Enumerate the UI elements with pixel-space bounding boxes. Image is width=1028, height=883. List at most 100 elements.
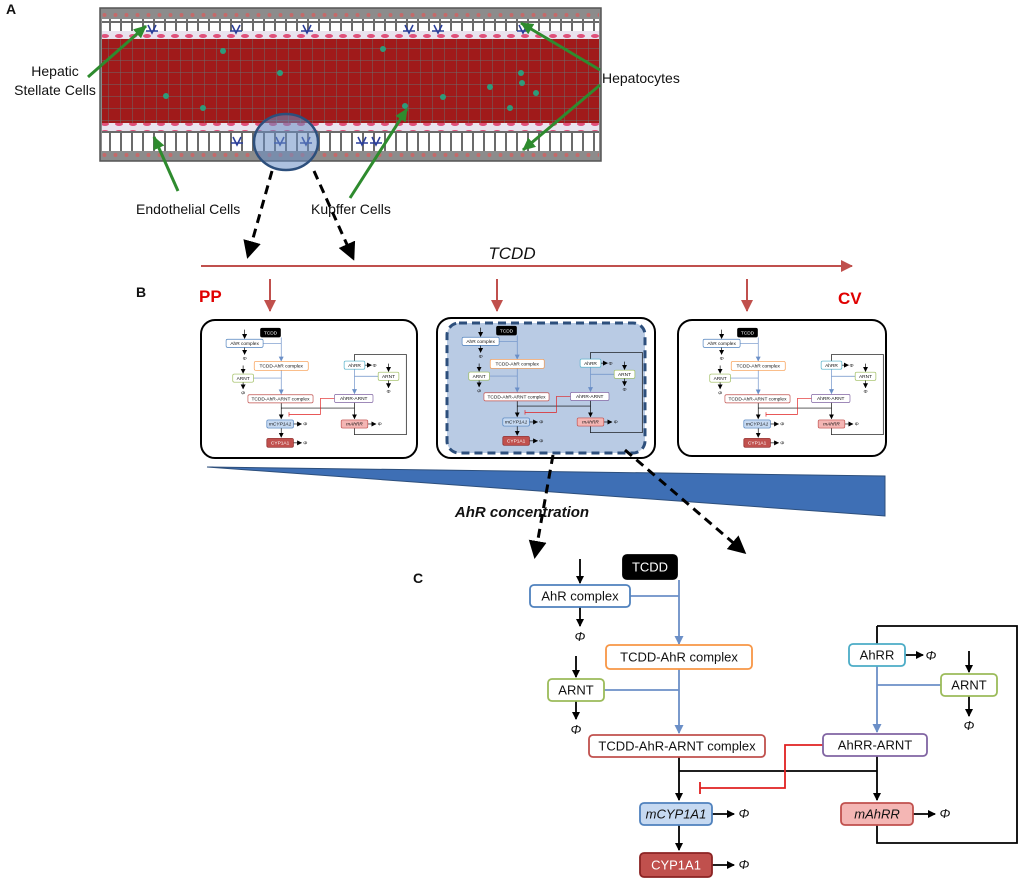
- node-mcyp1a1: mCYP1A1: [266, 419, 294, 429]
- zone-cv-label: CV: [838, 289, 862, 308]
- mahrr-degradation-phi: Φ: [940, 806, 951, 821]
- zoom-arrows-a-to-b: [243, 170, 356, 261]
- node-label-arnt2: ARNT: [859, 374, 872, 380]
- ahrr-degradation-phi: Φ: [608, 361, 612, 367]
- node-label-cyp1a1: CYP1A1: [507, 439, 526, 445]
- node-ahrr-arnt: AhRR-ARNT: [570, 392, 610, 401]
- cyp-degradation-phi: Φ: [739, 857, 750, 872]
- node-ahrr-arnt: AhRR-ARNT: [811, 394, 851, 403]
- tcdd-input-arrows: [264, 279, 753, 312]
- node-label-ahrr-arnt: AhRR-ARNT: [340, 396, 368, 402]
- node-label-tcdd-ahr-arnt: TCDD-AhR-ARNT complex: [251, 397, 310, 403]
- node-ahrr: AhRR: [820, 360, 843, 370]
- node-label-arnt2: ARNT: [382, 374, 395, 380]
- endothelial-label: Endothelial Cells: [136, 201, 240, 217]
- node-label-arnt2: ARNT: [618, 372, 631, 378]
- cyp-degradation-phi: Φ: [303, 440, 307, 446]
- arnt-degradation-phi: Φ: [241, 390, 245, 396]
- node-label-ahrr-arnt: AhRR-ARNT: [838, 738, 912, 753]
- node-label-tcdd: TCDD: [741, 330, 755, 336]
- node-label-ahr-complex: AhR complex: [230, 341, 259, 347]
- node-ahrr: AhRR: [343, 360, 366, 370]
- node-tcdd-ahr-arnt: TCDD-AhR-ARNT complex: [724, 394, 791, 404]
- node-mahrr: mAhRR: [840, 802, 914, 826]
- mahrr-degradation-phi: Φ: [614, 419, 618, 425]
- mahrr-degradation-phi: Φ: [855, 421, 859, 427]
- arnt2-degradation-phi: Φ: [964, 718, 975, 733]
- node-arnt2: ARNT: [940, 673, 998, 697]
- ahrr-arnt-inhibition: [700, 744, 823, 789]
- node-arnt: ARNT: [709, 373, 731, 383]
- mcyp-degradation-phi: Φ: [539, 419, 543, 425]
- node-label-ahrr-arnt: AhRR-ARNT: [576, 394, 604, 400]
- node-label-ahrr: AhRR: [825, 363, 838, 369]
- node-label-ahr-complex: AhR complex: [466, 339, 495, 345]
- node-ahr-complex: AhR complex: [461, 336, 500, 346]
- node-label-tcdd-ahr: TCDD-AhR complex: [496, 362, 540, 368]
- node-label-ahrr-arnt: AhRR-ARNT: [817, 396, 845, 402]
- node-label-tcdd: TCDD: [500, 328, 514, 334]
- stellate-label-line1: Hepatic: [31, 63, 78, 79]
- node-label-ahr-complex: AhR complex: [541, 589, 619, 604]
- node-tcdd-ahr: TCDD-AhR complex: [489, 359, 545, 369]
- node-label-arnt: ARNT: [714, 376, 727, 382]
- arnt-degradation-phi: Φ: [571, 722, 582, 737]
- node-label-arnt: ARNT: [237, 376, 250, 382]
- node-tcdd: TCDD: [622, 554, 678, 580]
- panel-a-letter: A: [6, 1, 16, 17]
- panel-a: A: [6, 1, 680, 261]
- arnt2-degradation-phi: Φ: [623, 387, 627, 393]
- zone-pp-label: PP: [199, 287, 222, 306]
- node-mcyp1a1: mCYP1A1: [502, 417, 530, 427]
- sinusoid-tissue: [99, 7, 602, 162]
- ahr-degradation-phi: Φ: [720, 356, 724, 362]
- mahrr-degradation-phi: Φ: [378, 421, 382, 427]
- node-tcdd-ahr-arnt: TCDD-AhR-ARNT complex: [483, 392, 550, 402]
- panel-b-letter: B: [136, 284, 146, 300]
- node-label-mahrr: mAhRR: [854, 807, 900, 822]
- ahrr-feedback-loop: [354, 354, 407, 436]
- cyp-degradation-phi: Φ: [780, 440, 784, 446]
- node-mcyp1a1: mCYP1A1: [743, 419, 771, 429]
- node-ahrr: AhRR: [579, 358, 602, 368]
- node-label-ahrr: AhRR: [348, 363, 361, 369]
- node-label-arnt2: ARNT: [951, 678, 986, 693]
- panel-b: B TCDD PP CV Φ Φ Φ Φ Φ Φ Φ TCDD AhR complexTCDD-…: [136, 244, 887, 559]
- node-label-cyp1a1: CYP1A1: [748, 441, 767, 447]
- arnt-degradation-phi: Φ: [718, 390, 722, 396]
- node-tcdd-ahr-arnt: TCDD-AhR-ARNT complex: [588, 734, 766, 758]
- node-ahr-complex: AhR complex: [529, 584, 631, 608]
- node-cyp1a1: CYP1A1: [266, 438, 294, 448]
- ahrr-feedback-loop: [876, 625, 1018, 844]
- gradient-label: AhR concentration: [454, 504, 589, 521]
- node-tcdd-ahr: TCDD-AhR complex: [605, 644, 753, 670]
- node-label-tcdd-ahr-arnt: TCDD-AhR-ARNT complex: [487, 395, 546, 401]
- node-ahr-complex: AhR complex: [225, 338, 264, 348]
- node-label-tcdd-ahr: TCDD-AhR complex: [737, 364, 781, 370]
- ahrr-feedback-loop: [590, 352, 643, 434]
- ahr-degradation-phi: Φ: [479, 354, 483, 360]
- node-ahrr-arnt: AhRR-ARNT: [334, 394, 374, 403]
- node-ahrr-arnt: AhRR-ARNT: [822, 733, 928, 757]
- node-ahr-complex: AhR complex: [702, 338, 741, 348]
- node-label-ahr-complex: AhR complex: [707, 341, 736, 347]
- mcyp-degradation-phi: Φ: [780, 421, 784, 427]
- node-label-mahrr: mAhRR: [582, 420, 599, 426]
- ahrr-degradation-phi: Φ: [926, 648, 937, 663]
- hepatocytes-label: Hepatocytes: [602, 70, 680, 86]
- zoom-arrows-b-to-c: [528, 448, 747, 559]
- node-label-mcyp1a1: mCYP1A1: [646, 807, 707, 822]
- node-label-tcdd: TCDD: [632, 560, 668, 575]
- ahr-degradation-phi: Φ: [243, 356, 247, 362]
- ahrr-feedback-loop: [831, 354, 884, 436]
- node-label-tcdd-ahr-arnt: TCDD-AhR-ARNT complex: [598, 739, 756, 754]
- node-tcdd-ahr: TCDD-AhR complex: [730, 361, 786, 371]
- ahrr-arnt-inhibition: [766, 398, 812, 415]
- node-mahrr: mAhRR: [817, 419, 846, 429]
- node-arnt: ARNT: [468, 371, 490, 381]
- kupffer-cells: [163, 46, 539, 111]
